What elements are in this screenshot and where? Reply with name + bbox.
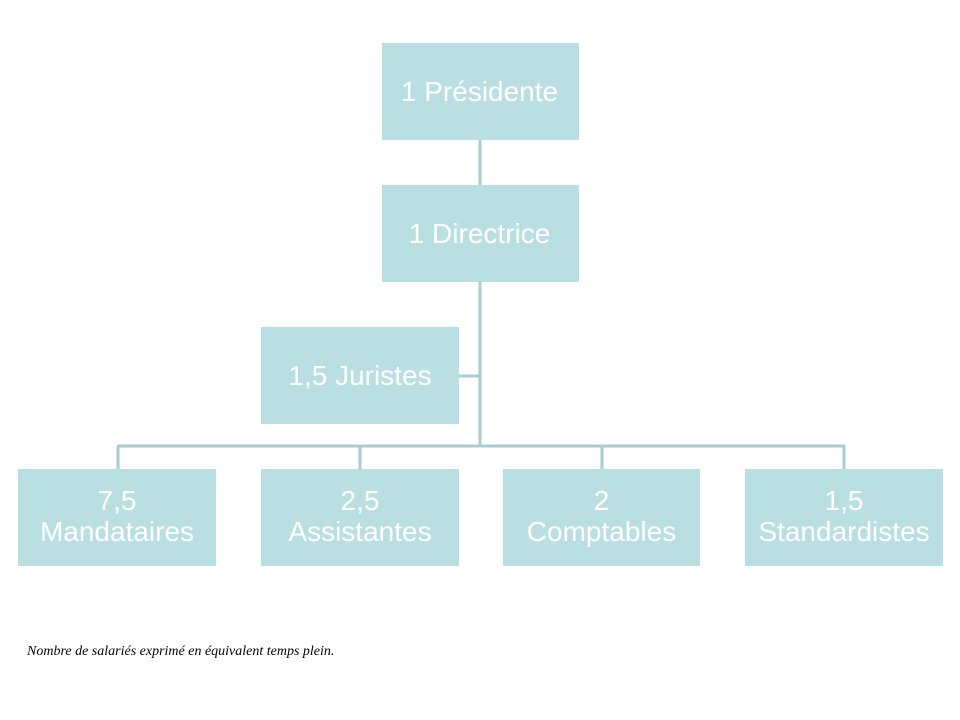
juristes-box: 1,5 Juristes bbox=[261, 327, 459, 424]
juristes-label: 1,5 Juristes bbox=[288, 360, 432, 391]
standardistes-role: Standardistes bbox=[758, 515, 930, 547]
standardistes-box: 1,5 Standardistes bbox=[745, 469, 943, 566]
mandataires-box: 7,5 Mandataires bbox=[18, 469, 216, 566]
directrice-box: 1 Directrice bbox=[382, 185, 579, 282]
assistantes-count: 2,5 bbox=[340, 484, 380, 516]
directrice-label: 1 Directrice bbox=[408, 218, 551, 249]
footnote: Nombre de salariés exprimé en équivalent… bbox=[27, 644, 335, 659]
comptables-count: 2 bbox=[593, 484, 610, 516]
assistantes-box: 2,5 Assistantes bbox=[261, 469, 459, 566]
comptables-role: Comptables bbox=[526, 515, 677, 547]
mandataires-role: Mandataires bbox=[39, 515, 195, 547]
mandataires-count: 7,5 bbox=[97, 484, 137, 516]
presidente-label: 1 Présidente bbox=[400, 76, 559, 107]
comptables-box: 2 Comptables bbox=[503, 469, 700, 566]
standardistes-count: 1,5 bbox=[824, 484, 864, 516]
presidente-box: 1 Présidente bbox=[382, 43, 579, 140]
assistantes-role: Assistantes bbox=[288, 515, 432, 547]
